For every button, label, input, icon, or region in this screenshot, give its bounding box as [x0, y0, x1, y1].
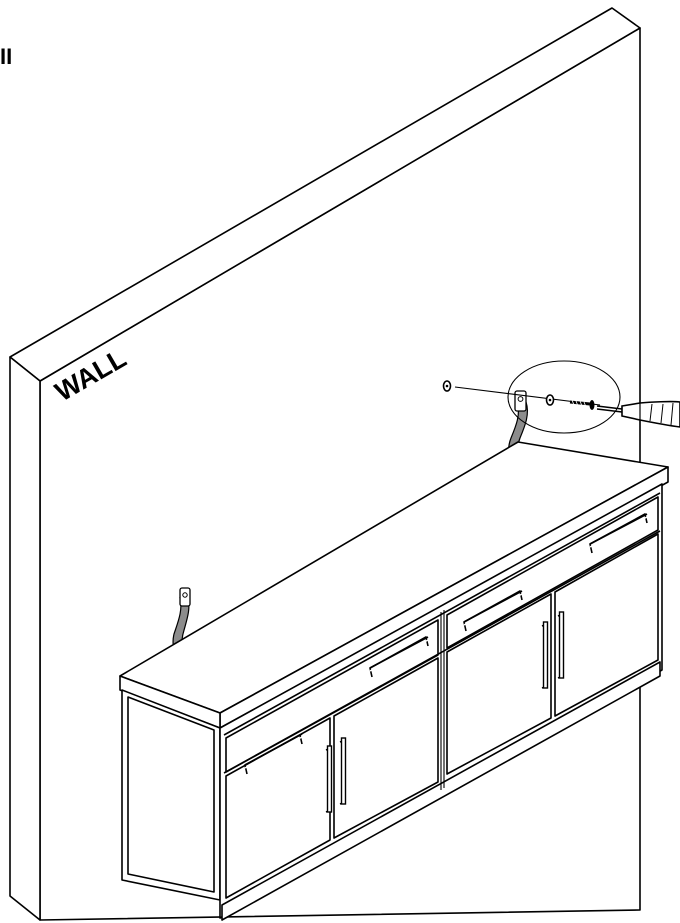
door-handle-pair-right — [541, 611, 565, 689]
door-3 — [446, 593, 552, 775]
detail-circle — [507, 360, 621, 434]
cabinet-side-panel — [121, 689, 221, 901]
door-handle-pair-left — [325, 737, 347, 813]
drawer-right — [446, 496, 659, 649]
fixing-detail — [442, 360, 680, 434]
drawer-handle-top-right — [589, 513, 648, 554]
drawer-handle-top-left — [369, 636, 429, 678]
sideboard-cabinet — [119, 441, 669, 921]
step-number: II — [0, 44, 13, 69]
screwdriver-icon — [596, 400, 680, 428]
drawer-left — [225, 619, 439, 773]
drawer-handle-left — [244, 733, 303, 775]
door-4 — [554, 533, 659, 717]
drawer-handle-right — [463, 590, 523, 632]
screw-icon — [569, 399, 595, 410]
door-2 — [333, 657, 439, 839]
wall-side-edge — [9, 356, 41, 921]
cabinet-plinth — [221, 661, 661, 921]
